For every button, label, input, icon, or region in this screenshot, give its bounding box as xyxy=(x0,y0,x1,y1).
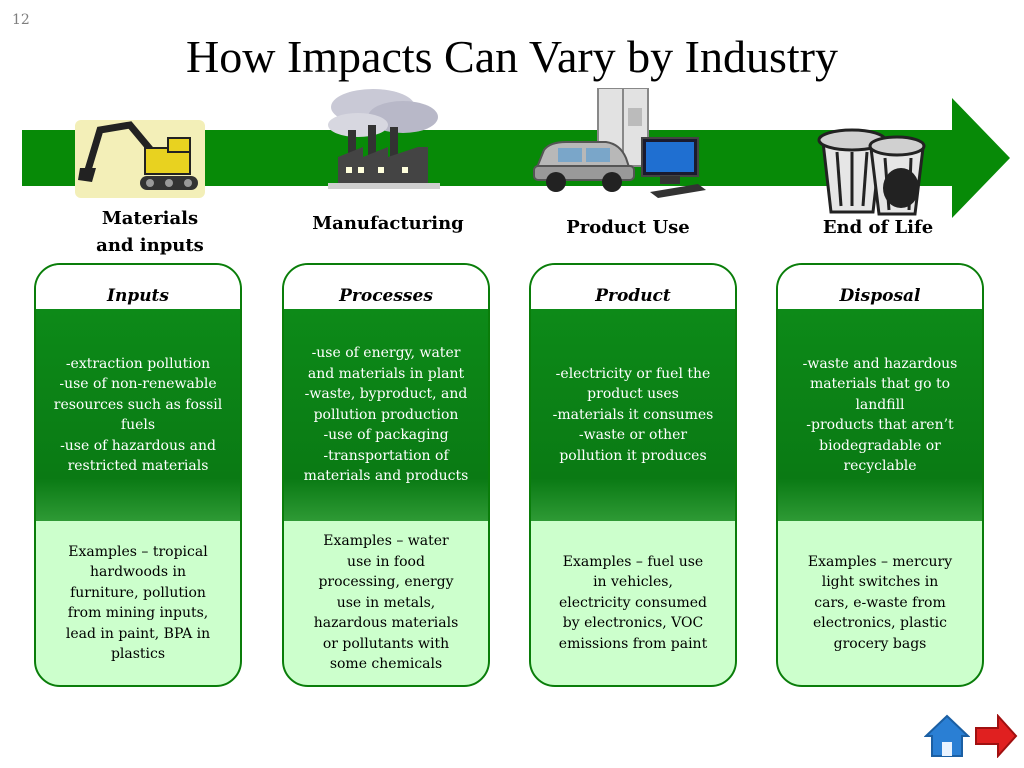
impacts-text: -electricity or fuel the product uses -m… xyxy=(552,365,714,464)
excavator-icon xyxy=(75,120,205,198)
stage-label-end-of-life: End of Life xyxy=(822,217,934,238)
factory-icon xyxy=(328,89,440,189)
card-impacts: -extraction pollution -use of non-renewa… xyxy=(36,309,240,521)
slide-title: How Impacts Can Vary by Industry xyxy=(186,31,838,82)
stage-label-product-use: Product Use xyxy=(566,217,690,238)
trash-cans-icon xyxy=(817,128,926,216)
card-examples: Examples – tropical hardwoods in furnitu… xyxy=(36,521,240,685)
card-heading: Processes xyxy=(284,265,488,309)
card-impacts: -use of energy, water and materials in p… xyxy=(284,309,488,521)
slide-number: 12 xyxy=(12,12,30,28)
card-inputs: Inputs -extraction pollution -use of non… xyxy=(34,263,242,687)
examples-text: Examples – fuel use in vehicles, electri… xyxy=(558,553,708,652)
impacts-text: -waste and hazardous materials that go t… xyxy=(802,355,958,475)
examples-text: Examples – tropical hardwoods in furnitu… xyxy=(65,543,211,663)
impacts-text: -extraction pollution -use of non-renewa… xyxy=(53,355,223,475)
card-impacts: -waste and hazardous materials that go t… xyxy=(778,309,982,521)
home-icon[interactable] xyxy=(924,714,970,758)
card-product: Product -electricity or fuel the product… xyxy=(529,263,737,687)
card-examples: Examples – water use in food processing,… xyxy=(284,521,488,685)
card-heading: Product xyxy=(531,265,735,309)
card-processes: Processes -use of energy, water and mate… xyxy=(282,263,490,687)
card-examples: Examples – fuel use in vehicles, electri… xyxy=(531,521,735,685)
stage-label-manufacturing: Manufacturing xyxy=(312,213,464,234)
card-heading: Disposal xyxy=(778,265,982,309)
products-icon xyxy=(533,88,706,198)
stage-label-materials: Materials and inputs xyxy=(96,208,204,256)
card-disposal: Disposal -waste and hazardous materials … xyxy=(776,263,984,687)
card-heading: Inputs xyxy=(36,265,240,309)
next-arrow-icon[interactable] xyxy=(974,714,1018,758)
impacts-text: -use of energy, water and materials in p… xyxy=(303,345,469,485)
card-impacts: -electricity or fuel the product uses -m… xyxy=(531,309,735,521)
card-examples: Examples – mercury light switches in car… xyxy=(778,521,982,685)
examples-text: Examples – water use in food processing,… xyxy=(313,533,459,673)
examples-text: Examples – mercury light switches in car… xyxy=(807,553,953,652)
process-arrow xyxy=(22,98,1010,218)
